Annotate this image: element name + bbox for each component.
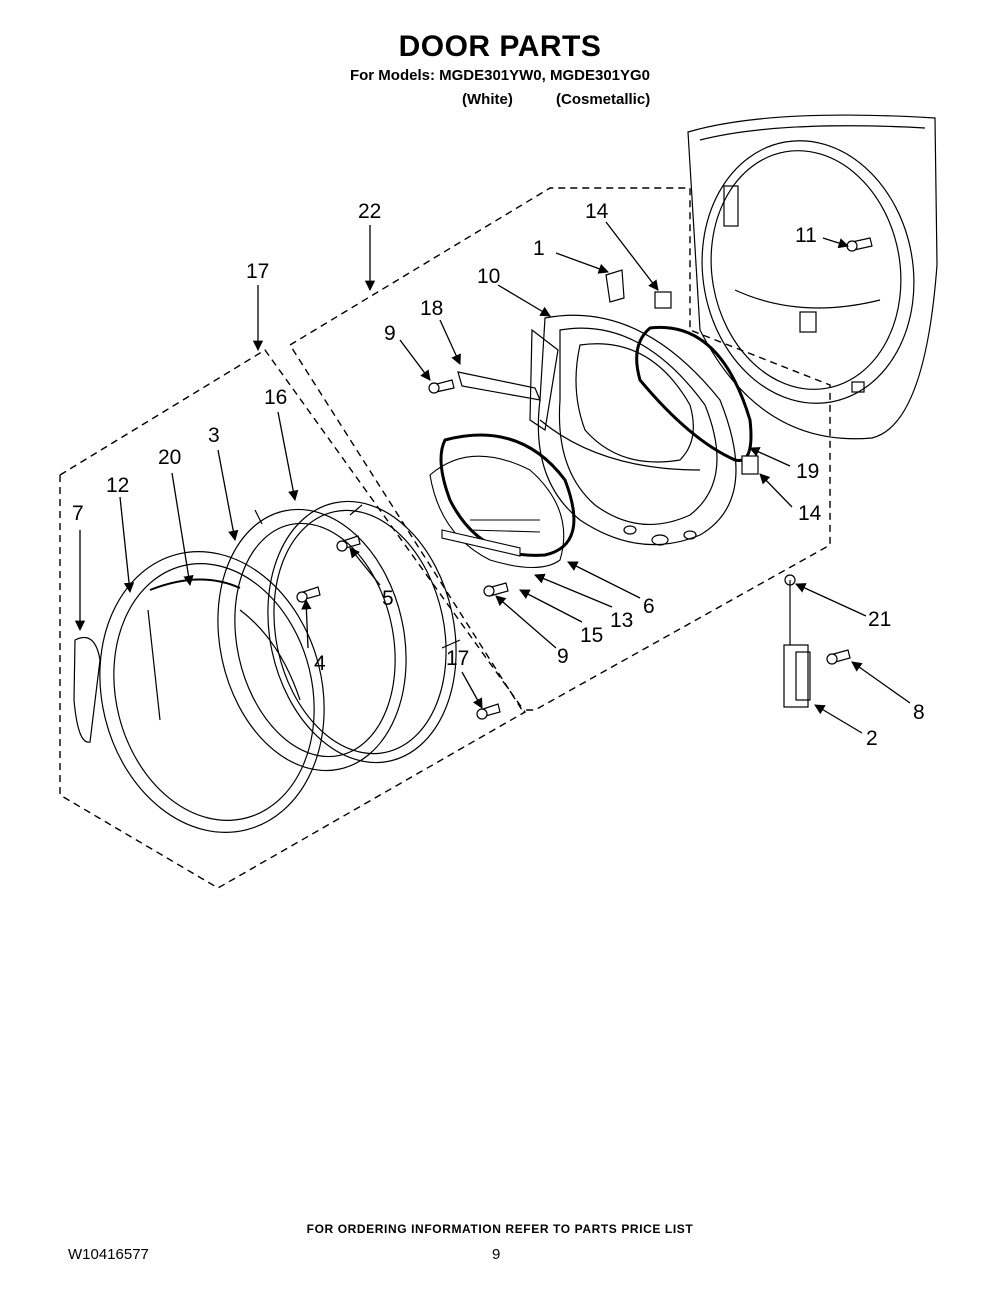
leader-15	[519, 589, 583, 623]
group-22-outline	[289, 187, 831, 711]
callout-18: 18	[420, 297, 443, 320]
inner-door-frame-part-10	[529, 314, 737, 546]
leader-9a	[399, 339, 431, 381]
gasket-part-6	[439, 433, 576, 557]
leader-11	[822, 237, 849, 249]
leader-17b	[461, 671, 483, 709]
screw-part-4	[296, 586, 321, 603]
screw-part-17	[476, 703, 501, 720]
leader-2	[814, 704, 863, 734]
callout-7: 7	[72, 502, 84, 525]
leader-19	[749, 447, 791, 467]
door-ring-part-16	[254, 500, 461, 764]
handle-cover-part-7	[73, 636, 101, 743]
callout-14-lower: 14	[798, 502, 822, 525]
callout-12: 12	[106, 474, 129, 497]
callout-2: 2	[866, 727, 878, 750]
callout-17-upper: 17	[246, 260, 269, 283]
gasket-part-19	[635, 325, 753, 462]
leader-14a	[605, 221, 659, 291]
leader-12	[119, 496, 135, 594]
callout-8: 8	[913, 701, 925, 724]
callout-1: 1	[533, 237, 545, 260]
document-number: W10416577	[68, 1246, 149, 1263]
leader-10	[497, 284, 551, 317]
leader-4	[301, 598, 312, 649]
ring-part-20	[149, 578, 241, 591]
screw-part-9-upper	[428, 379, 455, 394]
outer-door-part-12	[99, 551, 325, 833]
ordering-note: FOR ORDERING INFORMATION REFER TO PARTS …	[306, 1222, 694, 1236]
callout-21: 21	[868, 608, 891, 631]
callout-16: 16	[264, 386, 287, 409]
leader-16	[277, 411, 299, 502]
variant-cosmetallic-label: (Cosmetallic)	[556, 91, 651, 108]
variant-white-label: (White)	[462, 91, 513, 108]
screw-part-9-lower	[483, 582, 509, 597]
callout-labels: 22 17 14 1 10 11 18 9 19 14 16 3 20 12 7…	[72, 200, 925, 750]
bracket-part-1	[605, 269, 625, 303]
callout-10: 10	[477, 265, 500, 288]
callout-6: 6	[643, 595, 655, 618]
clip-part-14-lower	[741, 455, 759, 475]
leader-21	[795, 583, 867, 617]
leader-3	[217, 449, 239, 542]
leader-14b	[759, 473, 793, 508]
dashed-group-outlines	[59, 187, 831, 889]
leader-18	[439, 319, 461, 365]
screw-part-8	[826, 649, 851, 665]
models-subtitle: For Models: MGDE301YW0, MGDE301YG0	[349, 67, 651, 84]
callout-15: 15	[580, 624, 603, 647]
callout-9-upper: 9	[384, 322, 396, 345]
callout-22: 22	[358, 200, 381, 223]
door-bezel-part-3	[217, 508, 407, 772]
leader-arrows	[74, 221, 911, 734]
leader-8	[851, 661, 911, 704]
callout-14-upper: 14	[585, 200, 609, 223]
page-title: DOOR PARTS	[398, 30, 602, 63]
front-panel	[687, 114, 938, 440]
leader-1	[555, 252, 609, 274]
page-number: 9	[492, 1246, 501, 1263]
group-17-outline	[59, 349, 527, 889]
leader-13	[534, 573, 613, 608]
callout-4: 4	[314, 652, 326, 675]
callout-13: 13	[610, 609, 633, 632]
screw-part-5	[336, 535, 361, 552]
clip-part-14-upper	[654, 291, 672, 309]
leader-6	[567, 561, 641, 599]
callout-20: 20	[158, 446, 181, 469]
callout-5: 5	[382, 587, 394, 610]
callout-11: 11	[795, 224, 817, 247]
hinge-plate-part-18	[457, 371, 541, 401]
callout-3: 3	[208, 424, 220, 447]
screw-part-11	[846, 237, 873, 252]
leader-9b	[495, 595, 557, 649]
leader-20	[171, 472, 194, 587]
leader-5	[349, 547, 381, 586]
callout-17-lower: 17	[446, 647, 469, 670]
strip-part-15	[441, 529, 521, 557]
hinge-part-2	[783, 574, 811, 708]
callout-9-lower: 9	[557, 645, 569, 668]
callout-19: 19	[796, 460, 819, 483]
